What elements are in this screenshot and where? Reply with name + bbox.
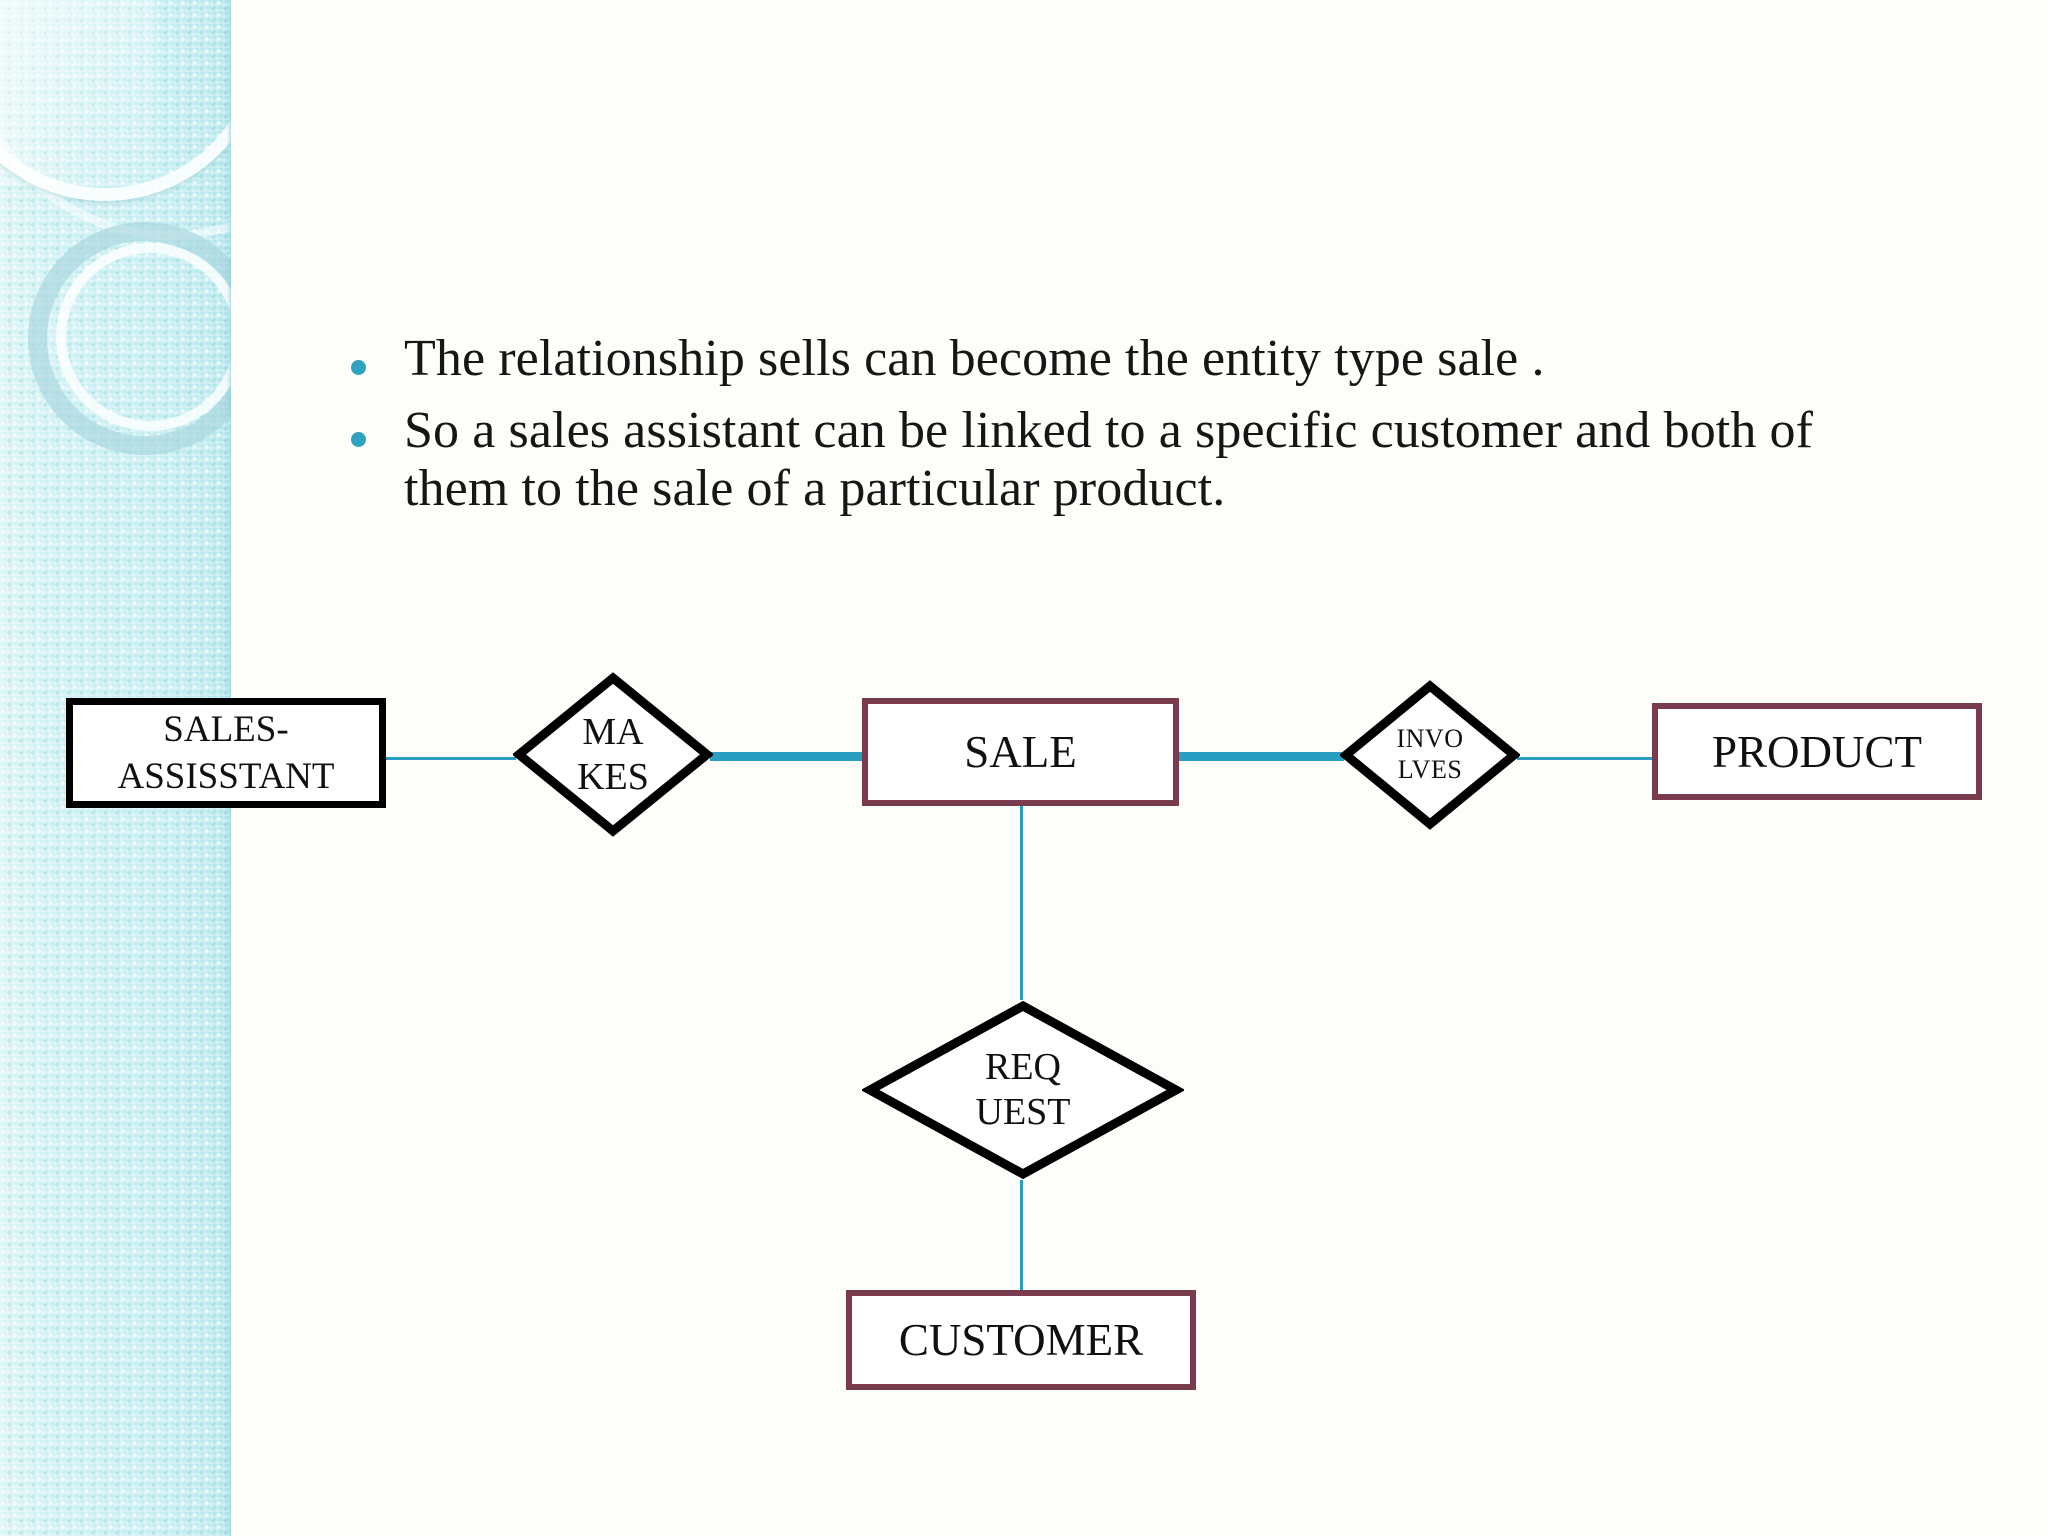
relationship-makes-label-line1: MA: [582, 710, 644, 753]
relationship-involves-label-line2: LVES: [1397, 755, 1463, 784]
diamond-shape-icon: [860, 1000, 1186, 1180]
relationship-request-label-line2: UEST: [975, 1091, 1071, 1133]
bullet-text-1: The relationship sells can become the en…: [404, 330, 1545, 387]
bullet-dot-icon: [351, 432, 366, 448]
relationship-involves[interactable]: INVO LVES: [1338, 680, 1522, 830]
bullet-text-2: So a sales assistant can be linked to a …: [404, 402, 1814, 518]
relationship-involves-label: INVO LVES: [1340, 680, 1520, 830]
entity-sale-label: SALE: [964, 727, 1077, 777]
relationship-request[interactable]: REQ UEST: [860, 1000, 1186, 1180]
entity-sales-assisstant-label-line1: SALES-: [163, 708, 289, 750]
bullet-dot-icon: [351, 360, 366, 375]
bullet-list: The relationship sells can become the en…: [351, 330, 1911, 533]
entity-customer[interactable]: CUSTOMER: [846, 1290, 1196, 1390]
entity-product-label: PRODUCT: [1711, 726, 1923, 777]
list-item: So a sales assistant can be linked to a …: [351, 402, 1911, 518]
relationship-makes-label-line2: KES: [577, 755, 649, 798]
entity-sale[interactable]: SALE: [862, 698, 1179, 806]
slide-content: The relationship sells can become the en…: [231, 0, 2048, 1536]
edge-makes-to-sale: [710, 752, 865, 761]
edge-sale-to-request: [1020, 804, 1023, 1000]
edge-involves-to-product: [1517, 757, 1657, 760]
relationship-request-label-line1: REQ: [985, 1046, 1061, 1089]
edge-sale-to-involves: [1176, 752, 1344, 761]
list-item: The relationship sells can become the en…: [351, 330, 1911, 388]
diamond-shape-icon: [511, 672, 715, 837]
relationship-makes[interactable]: MA KES: [511, 672, 715, 837]
entity-sales-assisstant-label: SALES- ASSISSTANT: [117, 706, 334, 801]
relationship-makes-label: MA KES: [513, 672, 713, 837]
relationship-request-label: REQ UEST: [862, 1000, 1184, 1180]
entity-product[interactable]: PRODUCT: [1652, 703, 1982, 800]
edge-sales-assisstant-to-makes: [386, 757, 516, 760]
edge-request-to-customer: [1020, 1180, 1023, 1292]
entity-customer-label: CUSTOMER: [898, 1315, 1144, 1365]
relationship-involves-label-line1: INVO: [1396, 724, 1464, 754]
entity-sales-assisstant-label-line2: ASSISSTANT: [117, 756, 335, 797]
diamond-shape-icon: [1338, 680, 1522, 830]
entity-sales-assisstant[interactable]: SALES- ASSISSTANT: [66, 698, 386, 808]
